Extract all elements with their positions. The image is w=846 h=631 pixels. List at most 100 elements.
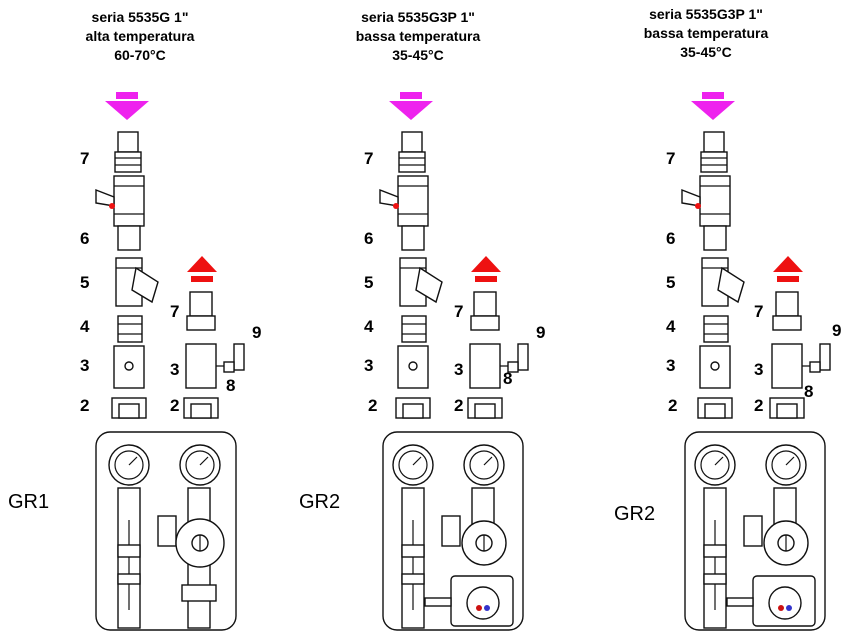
return-tee-fitting	[771, 343, 831, 389]
label-8: 8	[226, 376, 236, 395]
thermometer-gauge-icon	[108, 444, 150, 486]
red-up-arrow-icon	[773, 256, 803, 282]
label-8: 8	[503, 369, 513, 388]
group-label: GR2	[299, 491, 341, 513]
magenta-down-arrow-icon	[389, 92, 433, 120]
red-up-arrow-icon	[187, 256, 217, 282]
label-7: 7	[364, 149, 374, 168]
label-5: 5	[364, 273, 374, 292]
nipple-fitting	[703, 315, 729, 343]
label-2-return: 2	[754, 396, 764, 415]
fitting-7-supply	[398, 131, 426, 173]
nipple-fitting	[117, 315, 143, 343]
label-2-return: 2	[170, 396, 180, 415]
series-name: seria 5535G3P 1"	[649, 6, 763, 22]
magenta-down-arrow-icon	[105, 92, 149, 120]
ball-valve-icon	[379, 175, 429, 251]
label-4: 4	[364, 317, 374, 336]
temperature-type: alta temperatura	[85, 28, 195, 44]
valve-assembly-diagram	[95, 92, 245, 631]
label-9: 9	[832, 321, 842, 340]
label-6: 6	[364, 229, 374, 248]
thermometer-gauge-icon	[179, 444, 221, 486]
filter-fitting	[115, 257, 159, 307]
tee-fitting	[397, 345, 429, 389]
label-6: 6	[80, 229, 90, 248]
temperature-range: 60-70°C	[114, 47, 166, 63]
ball-valve-icon	[95, 175, 145, 251]
fitting-7-return	[772, 291, 802, 331]
filter-fitting	[701, 257, 745, 307]
tee-fitting	[113, 345, 145, 389]
label-7: 7	[80, 149, 90, 168]
label-3: 3	[364, 356, 374, 375]
nipple-fitting	[401, 315, 427, 343]
label-2: 2	[668, 396, 678, 415]
return-tee-fitting	[185, 343, 245, 389]
return-union-fitting	[183, 397, 219, 419]
thermometer-gauge-icon	[765, 444, 807, 486]
label-6: 6	[666, 229, 676, 248]
fitting-7-return	[186, 291, 216, 331]
circulator-pump-icon	[441, 515, 507, 566]
union-fitting	[111, 397, 147, 419]
group-label: GR2	[614, 503, 656, 525]
series-name: seria 5535G3P 1"	[361, 9, 475, 25]
red-up-arrow-icon	[471, 256, 501, 282]
thermometer-gauge-icon	[694, 444, 736, 486]
fitting-7-supply	[700, 131, 728, 173]
series-title: seria 5535G 1" alta temperatura 60-70°C	[0, 8, 280, 65]
mixing-valve	[726, 575, 816, 627]
label-9: 9	[536, 323, 546, 342]
label-2: 2	[80, 396, 90, 415]
label-7-return: 7	[454, 302, 464, 321]
valve-assembly-diagram	[379, 92, 529, 631]
thermometer-gauge-icon	[463, 444, 505, 486]
return-tee-fitting	[469, 343, 529, 389]
label-7-return: 7	[170, 302, 180, 321]
label-4: 4	[666, 317, 676, 336]
thermometer-gauge-icon	[392, 444, 434, 486]
temperature-range: 35-45°C	[680, 44, 732, 60]
series-title: seria 5535G3P 1" bassa temperatura 35-45…	[576, 5, 836, 62]
filter-fitting	[399, 257, 443, 307]
label-7-return: 7	[754, 302, 764, 321]
pump-group-box	[382, 431, 524, 631]
fitting-7-return	[470, 291, 500, 331]
label-2-return: 2	[454, 396, 464, 415]
label-8: 8	[804, 382, 814, 401]
tee-fitting	[699, 345, 731, 389]
label-3-return: 3	[170, 360, 180, 379]
label-3: 3	[666, 356, 676, 375]
circulator-pump-icon	[743, 515, 809, 566]
column-gr2-b: seria 5535G3P 1" bassa temperatura 35-45…	[584, 0, 846, 631]
magenta-down-arrow-icon	[691, 92, 735, 120]
label-5: 5	[666, 273, 676, 292]
return-union-fitting	[769, 397, 805, 419]
mixing-valve	[424, 575, 514, 627]
series-name: seria 5535G 1"	[91, 9, 189, 25]
series-title: seria 5535G3P 1" bassa temperatura 35-45…	[278, 8, 558, 65]
return-union-fitting	[467, 397, 503, 419]
temperature-type: bassa temperatura	[355, 28, 481, 44]
pump-group-box	[684, 431, 826, 631]
label-3: 3	[80, 356, 90, 375]
union-fitting	[395, 397, 431, 419]
column-gr2-a: seria 5535G3P 1" bassa temperatura 35-45…	[283, 0, 563, 631]
label-5: 5	[80, 273, 90, 292]
group-label: GR1	[8, 491, 50, 513]
pump-group-box	[95, 431, 237, 631]
label-9: 9	[252, 323, 262, 342]
temperature-type: bassa temperatura	[643, 25, 769, 41]
label-4: 4	[80, 317, 90, 336]
label-7: 7	[666, 149, 676, 168]
column-gr1: seria 5535G 1" alta temperatura 60-70°C	[0, 0, 280, 631]
ball-valve-icon	[681, 175, 731, 251]
valve-assembly-diagram	[681, 92, 831, 631]
union-fitting	[697, 397, 733, 419]
temperature-range: 35-45°C	[392, 47, 444, 63]
label-2: 2	[368, 396, 378, 415]
label-3-return: 3	[454, 360, 464, 379]
circulator-pump-icon	[157, 515, 225, 568]
fitting-7-supply	[114, 131, 142, 173]
